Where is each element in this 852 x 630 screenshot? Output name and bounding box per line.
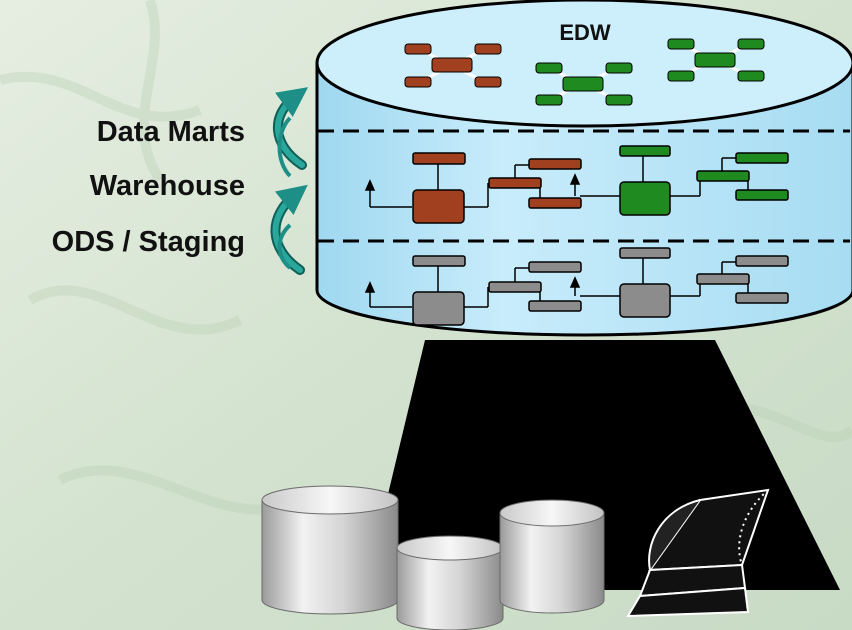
edw-cylinder [315,0,852,337]
source-db-icon-2 [396,535,504,630]
staging-entities [412,247,789,326]
curved-arrow-icon-upper [273,87,309,170]
star-schema-green-2 [667,38,765,82]
star-schema-green-1 [535,62,633,106]
source-db-icon-3 [499,499,605,614]
star-schema-red [404,43,502,88]
data-marts-label: Data Marts [96,116,245,148]
warehouse-entities [412,145,789,224]
warehouse-label: Warehouse [89,170,245,202]
source-db-icon-1 [261,485,399,615]
curved-arrow-icon-lower [270,184,308,275]
edw-title: EDW [559,20,611,45]
fanfold-paper-icon [626,488,770,618]
bracket-icon [277,116,292,270]
ods-staging-label: ODS / Staging [51,226,245,258]
